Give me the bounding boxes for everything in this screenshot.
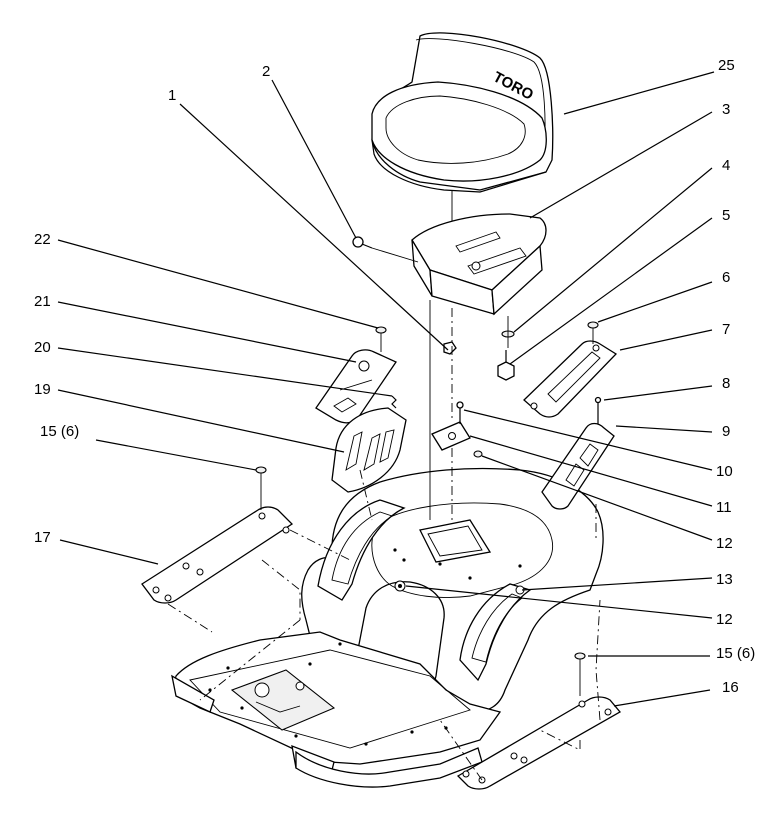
bracket-part-11 [431,421,471,451]
button-part-15-left [255,466,267,474]
nut-part-12-upper [473,450,483,458]
callout-16: 16 [722,679,739,696]
assembly-dash-lines [167,308,601,781]
callout-15-right: 15 (6) [716,645,755,662]
plate-part-9 [541,422,615,510]
callout-3: 3 [722,101,730,118]
callout-13: 13 [716,571,733,588]
nut-part-1 [443,341,457,355]
callout-17: 17 [34,529,51,546]
callout-11: 11 [716,499,732,516]
callout-21: 21 [34,293,51,310]
callout-12-upper: 12 [716,535,733,552]
callout-15-left: 15 (6) [40,423,79,440]
fender-deck-assembly [171,467,604,788]
callout-9: 9 [722,423,730,440]
callout-8: 8 [722,375,730,392]
bolt-part-2 [352,236,373,249]
callout-6: 6 [722,269,730,286]
callout-25: 25 [718,57,735,74]
callout-20: 20 [34,339,51,356]
callout-10: 10 [716,463,733,480]
bolt-2-assembly-line [371,247,419,263]
callout-leader-lines [57,71,715,707]
pin-part-8 [594,396,602,424]
panel-part-17 [141,506,294,604]
seat-part-25: TORO [371,32,554,193]
callout-2: 2 [262,63,270,80]
deck-fastener-dots [208,548,522,746]
callout-5: 5 [722,207,730,224]
shift-guide-part-19 [331,407,407,493]
bolt-part-10 [456,401,464,424]
callout-12-lower: 12 [716,611,733,628]
plate-part-7 [523,340,618,418]
callout-7: 7 [722,321,730,338]
spring-part-20 [391,395,397,409]
callout-labels: 1 2 3 4 5 6 7 8 9 10 11 12 12 13 15 (6) … [34,57,755,696]
callout-1: 1 [168,87,176,104]
plate-part-21 [315,349,397,424]
panel-part-16 [456,696,621,790]
button-part-6 [587,321,599,329]
callout-19: 19 [34,381,51,398]
callout-4: 4 [722,157,730,174]
callout-22: 22 [34,231,51,248]
button-part-15-right [574,652,586,660]
seat-bracket-part-3 [411,213,547,316]
knob-part-5 [497,350,515,381]
